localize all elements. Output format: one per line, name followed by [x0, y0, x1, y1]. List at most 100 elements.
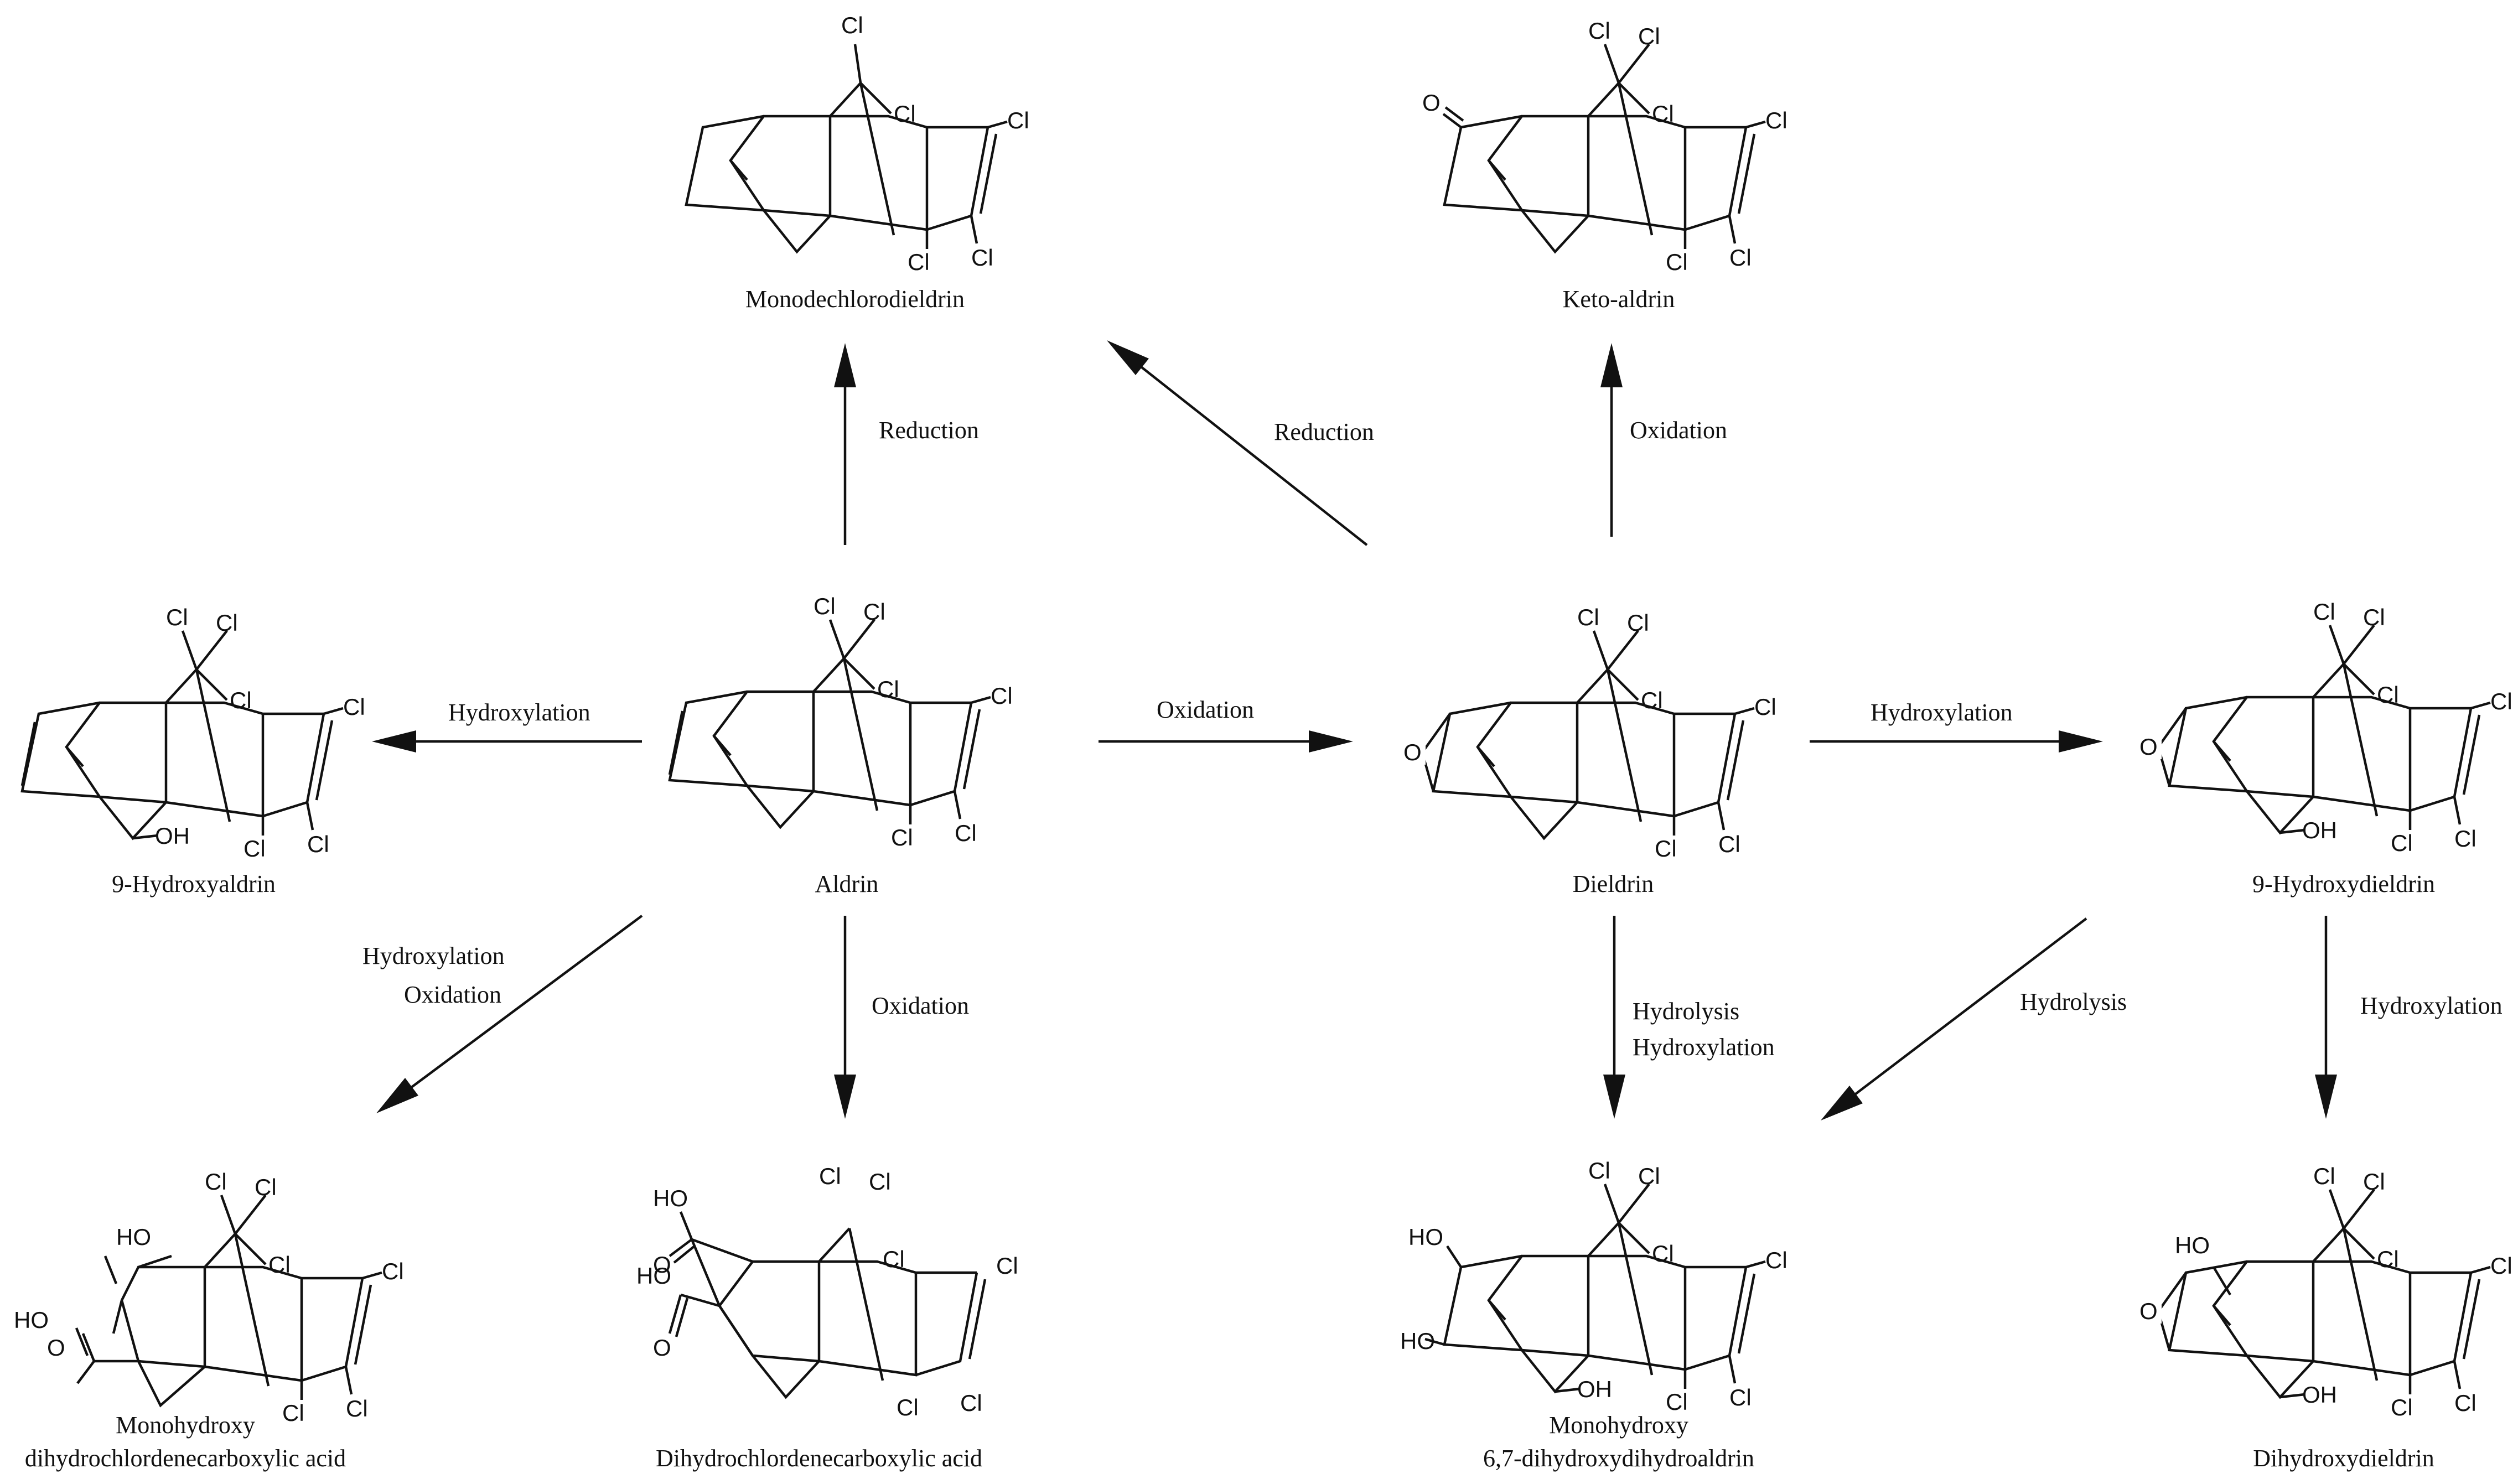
- carbonyl-oxygen-label: O: [47, 1335, 65, 1361]
- cl-label: Cl: [2363, 1169, 2385, 1195]
- monodechlorodieldrin-structure: Cl Cl Cl Cl Cl: [685, 12, 1029, 275]
- cl-label: Cl: [1765, 107, 1788, 133]
- hydroxyl-label: HO: [1400, 1328, 1435, 1354]
- aldrin-structure: Cl Cl Cl Cl Cl Cl: [668, 593, 1013, 850]
- cl-label: Cl: [2490, 1253, 2512, 1279]
- cl-label: Cl: [1666, 249, 1688, 275]
- arrow-dieldrin-to-dihydroaldrin: [1603, 916, 1625, 1119]
- step-label: Hydroxylation: [448, 699, 590, 726]
- arrow-aldrin-to-dihydro-acid: [834, 916, 856, 1119]
- step-label: Oxidation: [872, 992, 969, 1019]
- step-label: Hydroxylation: [362, 942, 505, 969]
- arrow-dieldrin-to-monodechlorodieldrin: [1107, 340, 1368, 546]
- arrow-aldrin-to-dieldrin: [1099, 730, 1353, 753]
- cl-label: Cl: [1641, 687, 1663, 713]
- cl-label: Cl: [1652, 101, 1674, 127]
- cl-label: Cl: [960, 1390, 982, 1416]
- step-label: Hydrolysis: [2020, 988, 2127, 1015]
- cl-label: Cl: [216, 610, 238, 636]
- carbonyl-oxygen-label: O: [653, 1335, 671, 1361]
- dihydroaldrin-structure: HO HO OH Cl Cl Cl Cl Cl Cl: [1400, 1158, 1788, 1415]
- cl-label: Cl: [891, 824, 913, 850]
- step-label: Reduction: [1274, 418, 1374, 445]
- cl-label: Cl: [971, 245, 993, 271]
- arrow-aldrin-to-monodechlorodieldrin: [834, 343, 856, 545]
- hydroxydieldrin-name: 9-Hydroxydieldrin: [2252, 870, 2435, 897]
- hydroxyl-label: OH: [1577, 1376, 1612, 1402]
- cl-label: Cl: [991, 683, 1013, 709]
- step-label: Oxidation: [404, 981, 501, 1008]
- cl-label: Cl: [814, 593, 836, 619]
- cl-label: Cl: [205, 1169, 227, 1195]
- cl-label: Cl: [282, 1400, 304, 1426]
- cl-label: Cl: [1638, 1163, 1660, 1189]
- monohydroxy-acid-name-line1: Monohydroxy: [116, 1412, 255, 1439]
- cl-label: Cl: [255, 1174, 277, 1200]
- cl-label: Cl: [1577, 604, 1599, 630]
- dihydroaldrin-name-line2: 6,7-dihydroxydihydroaldrin: [1483, 1445, 1754, 1472]
- dihydroxydieldrin-structure: O HO OH Cl Cl Cl Cl Cl Cl: [2137, 1163, 2512, 1420]
- cl-label: Cl: [382, 1258, 404, 1284]
- step-label: Oxidation: [1630, 417, 1727, 444]
- cl-label: Cl: [2363, 604, 2385, 630]
- hydroxyaldrin-name: 9-Hydroxyaldrin: [112, 870, 276, 897]
- cl-label: Cl: [2454, 1390, 2476, 1416]
- step-label: Hydrolysis: [1633, 998, 1739, 1025]
- cl-label: Cl: [166, 604, 188, 630]
- cl-label: Cl: [1588, 18, 1610, 44]
- cl-label: Cl: [877, 676, 899, 702]
- cl-label: Cl: [1652, 1241, 1674, 1267]
- aldrin-name: Aldrin: [815, 870, 879, 897]
- cl-label: Cl: [2391, 1394, 2413, 1420]
- cl-label: Cl: [243, 836, 266, 862]
- hydroxyl-label: HO: [2175, 1232, 2210, 1258]
- cl-label: Cl: [1627, 610, 1649, 636]
- cl-label: Cl: [869, 1169, 891, 1195]
- dihydroaldrin-name-line1: Monohydroxy: [1549, 1412, 1688, 1439]
- dihydroxydieldrin-name: Dihydroxydieldrin: [2253, 1445, 2434, 1472]
- cl-label: Cl: [346, 1395, 368, 1421]
- cl-label: Cl: [819, 1163, 841, 1189]
- cl-label: Cl: [2391, 830, 2413, 856]
- acid-hydroxyl-label: HO: [14, 1307, 49, 1333]
- oxygen-label: O: [1422, 90, 1441, 116]
- cl-label: Cl: [1729, 1384, 1752, 1410]
- arrow-hydroxydieldrin-to-dihydroxydieldrin: [2315, 916, 2337, 1119]
- arrow-dieldrin-to-keto-aldrin: [1600, 343, 1623, 537]
- cl-label: Cl: [908, 249, 930, 275]
- step-label: Oxidation: [1157, 696, 1254, 723]
- cl-label: Cl: [1588, 1158, 1610, 1184]
- cl-label: Cl: [883, 1246, 905, 1272]
- acid-hydroxyl-label: HO: [636, 1263, 671, 1289]
- hydroxyl-label: OH: [2302, 817, 2337, 843]
- cl-label: Cl: [894, 101, 916, 127]
- cl-label: Cl: [268, 1252, 291, 1278]
- step-label: Reduction: [879, 417, 979, 444]
- epoxide-oxygen-label: O: [2139, 734, 2158, 760]
- arrow-hydroxydieldrin-to-dihydroaldrin: [1821, 917, 2087, 1120]
- cl-label: Cl: [2313, 1163, 2335, 1189]
- arrow-aldrin-to-monohydroxy-acid: [376, 915, 643, 1113]
- cl-label: Cl: [2377, 1246, 2399, 1272]
- arrow-dieldrin-to-hydroxydieldrin: [1810, 730, 2103, 753]
- cl-label: Cl: [2377, 682, 2399, 708]
- hydroxyl-label: HO: [116, 1224, 151, 1250]
- cl-label: Cl: [1729, 245, 1752, 271]
- step-label: Hydroxylation: [1633, 1034, 1775, 1061]
- cl-label: Cl: [307, 831, 329, 857]
- cl-label: Cl: [996, 1253, 1018, 1279]
- monohydroxy-acid-structure: HO HO O Cl Cl Cl Cl Cl Cl: [14, 1169, 404, 1426]
- hydroxyaldrin-structure: OH Cl Cl Cl Cl Cl Cl: [20, 604, 365, 862]
- hydroxyl-label: HO: [1408, 1224, 1443, 1250]
- monohydroxy-acid-name-line2: dihydrochlordenecarboxylic acid: [25, 1445, 346, 1472]
- dieldrin-structure: O Cl Cl Cl Cl Cl Cl: [1401, 604, 1776, 862]
- cl-label: Cl: [955, 820, 977, 846]
- epoxide-oxygen-label: O: [2139, 1298, 2158, 1324]
- cl-label: Cl: [1754, 694, 1776, 720]
- cl-label: Cl: [2490, 688, 2512, 714]
- cl-label: Cl: [863, 599, 885, 625]
- cl-label: Cl: [1007, 107, 1029, 133]
- carbonyl-oxygen-label: O: [653, 1252, 671, 1278]
- cl-label: Cl: [1655, 836, 1677, 862]
